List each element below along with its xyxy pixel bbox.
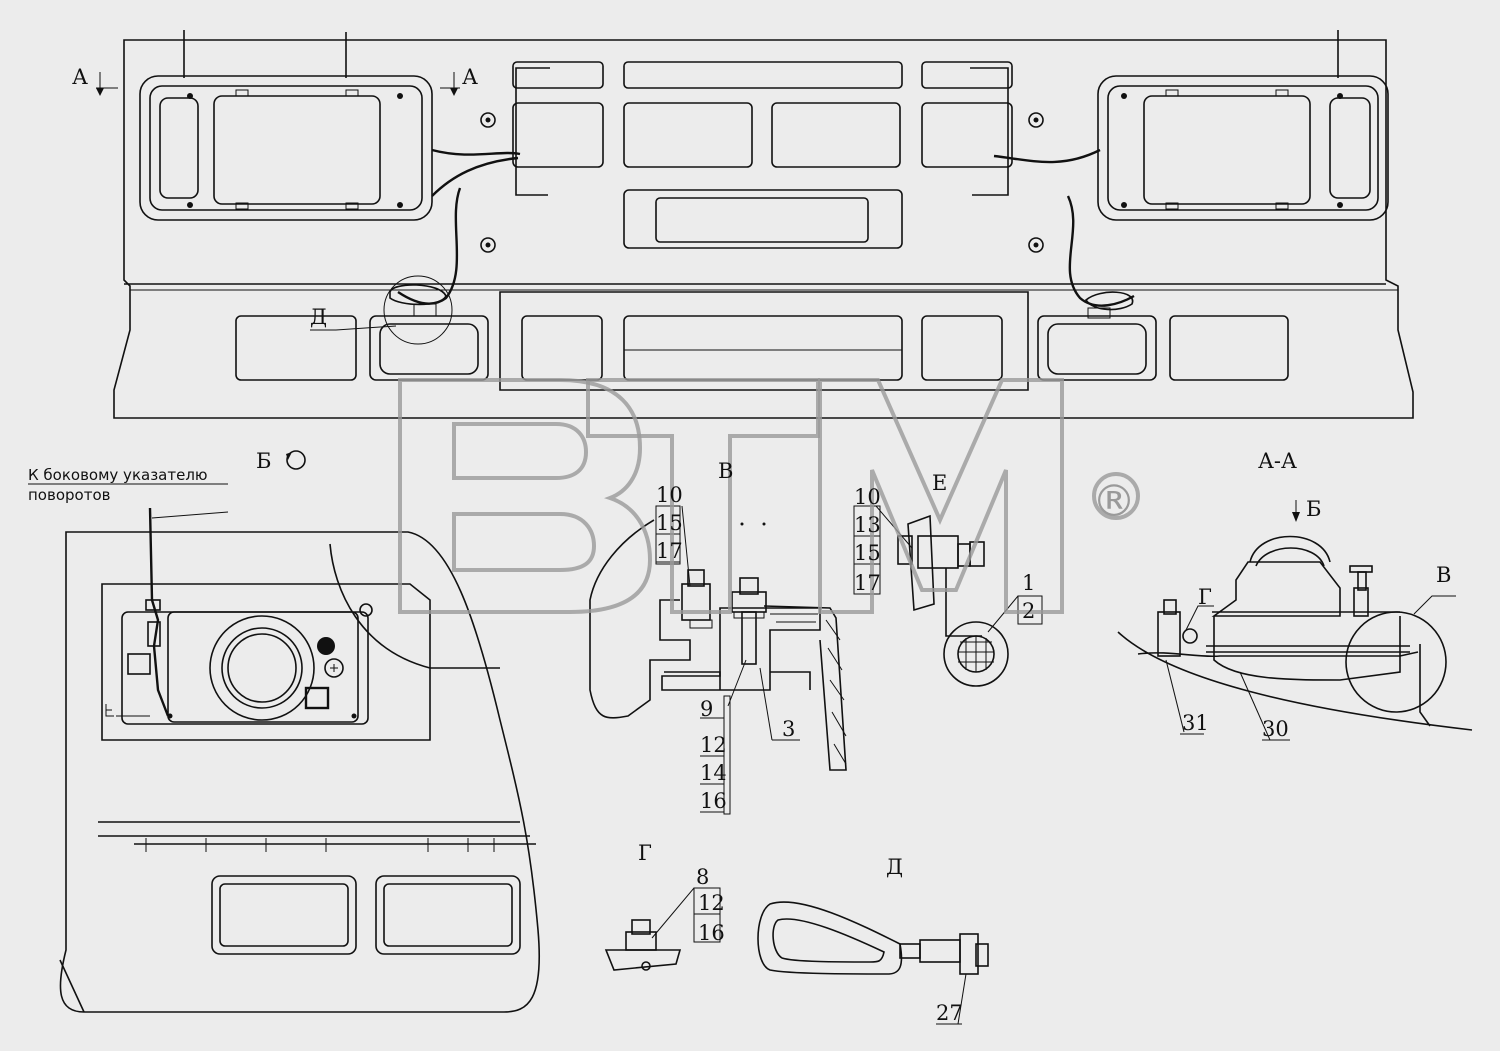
front-panel-view	[96, 30, 1414, 419]
callout-e-17: 17	[854, 571, 881, 595]
section-aa-v-callout: В	[1436, 563, 1451, 587]
callout-aa-30: 30	[1262, 717, 1289, 741]
detail-view-e	[853, 505, 1043, 687]
callout-aa-31: 31	[1182, 711, 1209, 735]
section-mark-a-left: А	[72, 65, 88, 89]
callout-g-12: 12	[698, 891, 725, 915]
callout-v-15: 15	[656, 511, 683, 535]
view-d-title: Д	[886, 855, 903, 879]
view-b-marker: Б	[256, 449, 271, 473]
view-g-title: Г	[638, 841, 652, 865]
section-aa-title: А-А	[1258, 449, 1297, 473]
section-aa-b-marker: Б	[1306, 497, 1321, 521]
callout-e-1: 1	[1022, 571, 1035, 595]
watermark-registered-mark: ®	[1092, 476, 1136, 527]
bolt-icon	[480, 112, 1044, 253]
callout-e-15: 15	[854, 541, 881, 565]
note-line2: поворотов	[28, 486, 110, 504]
callout-v-17: 17	[656, 539, 683, 563]
view-v-title: В	[718, 459, 733, 483]
callout-g-16: 16	[698, 921, 725, 945]
callout-v-14: 14	[700, 761, 727, 785]
callout-e-2: 2	[1022, 599, 1035, 623]
callout-e-10: 10	[854, 485, 881, 509]
section-view-aa	[1117, 500, 1473, 741]
note-line1: К боковому указателю	[28, 466, 208, 484]
detail-view-g	[604, 887, 721, 971]
callout-v-10: 10	[656, 483, 683, 507]
callout-g-8: 8	[696, 865, 709, 889]
callout-e-13: 13	[854, 513, 881, 537]
side-view-b	[28, 450, 540, 1013]
section-mark-a-right: А	[462, 65, 478, 89]
callout-v-12: 12	[700, 733, 727, 757]
callout-v-9: 9	[700, 697, 713, 721]
section-aa-g-callout: Г	[1198, 585, 1212, 609]
callout-d: Д	[310, 305, 327, 329]
callout-v-3: 3	[782, 717, 795, 741]
tick-marks	[145, 838, 495, 852]
labels: А А Д К боковому указателю поворотов Б В…	[28, 65, 1451, 1025]
detail-view-v	[589, 505, 847, 815]
detail-view-d	[757, 901, 989, 1025]
callout-d-27: 27	[936, 1001, 963, 1025]
callout-v-16: 16	[700, 789, 727, 813]
watermark-logo	[398, 378, 1140, 614]
view-e-title: Е	[932, 471, 947, 495]
